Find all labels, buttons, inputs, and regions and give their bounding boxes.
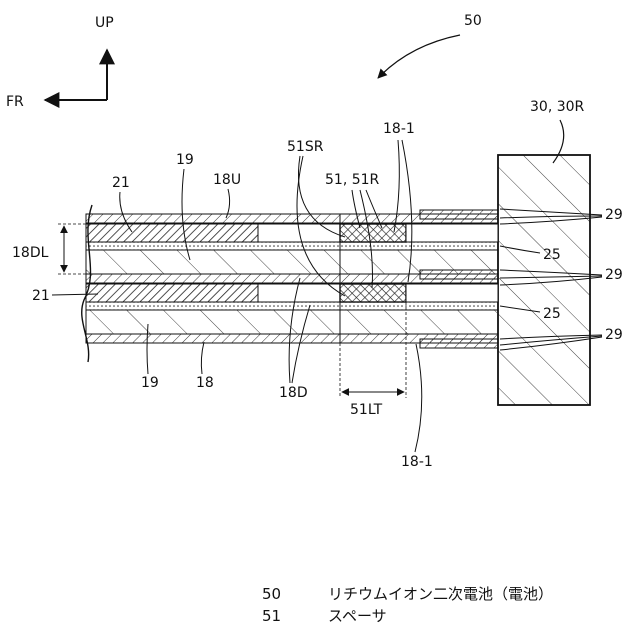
label-21-left: 21: [32, 288, 50, 304]
tab-29-a: [420, 210, 498, 219]
label-18-1-top: 18-1: [383, 121, 415, 137]
label-18: 18: [196, 375, 214, 391]
label-29-a: 29: [605, 207, 623, 223]
legend-text: リチウムイオン二次電池（電池）: [328, 585, 553, 603]
battery-reference: 50: [378, 13, 482, 78]
label-19-bottom: 19: [141, 375, 159, 391]
label-21-top: 21: [112, 175, 130, 191]
battery-number: 50: [464, 13, 482, 29]
label-19-top: 19: [176, 152, 194, 168]
dim-18DL-label: 18DL: [12, 245, 49, 261]
separator-bottom: [86, 302, 498, 310]
label-18D: 18D: [279, 385, 308, 401]
tab-29-c: [420, 339, 498, 348]
separator-top: [86, 242, 498, 250]
spacer-51-middle: [340, 284, 406, 302]
module-label: 30, 30R: [530, 99, 585, 115]
legend-number: 50: [262, 585, 328, 603]
legend-row-spacer: 51スペーサ: [262, 605, 387, 626]
label-25-b: 25: [543, 306, 561, 322]
tab-29-b: [420, 270, 498, 279]
electrode-21-middle: [86, 284, 258, 302]
lead-gap-top: [406, 224, 498, 242]
leader-19-bottom: [147, 324, 148, 374]
label-29-b: 29: [605, 267, 623, 283]
legend-text: スペーサ: [328, 607, 387, 625]
leader-18-1-bottom: [415, 344, 422, 452]
electrode-gap-top: [258, 224, 340, 242]
up-label: UP: [95, 15, 114, 31]
lead-gap-middle: [406, 284, 498, 302]
electrode-gap-middle: [258, 284, 340, 302]
front-label: FR: [6, 94, 24, 110]
legend-number: 51: [262, 607, 328, 625]
leader-18: [201, 342, 204, 374]
legend-row-battery: 50リチウムイオン二次電池（電池）: [262, 583, 553, 604]
label-18U: 18U: [213, 172, 241, 188]
orientation-indicator: UP FR: [6, 15, 114, 110]
label-51-51R: 51, 51R: [325, 172, 380, 188]
battery-leader: [378, 35, 460, 78]
label-51SR: 51SR: [287, 139, 324, 155]
label-25-a: 25: [543, 247, 561, 263]
electrode-21-top: [86, 224, 258, 242]
spacer-51-top: [340, 224, 406, 242]
label-18-1-bottom: 18-1: [401, 454, 433, 470]
dim-51LT-label: 51LT: [350, 402, 383, 418]
label-29-c: 29: [605, 327, 623, 343]
